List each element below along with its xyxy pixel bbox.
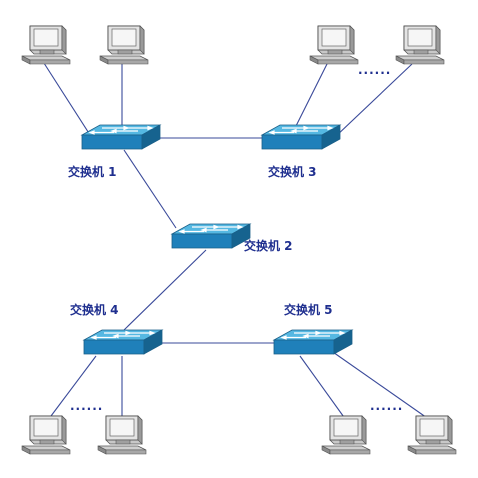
desktop-computer-icon: [21, 25, 71, 65]
links: [41, 59, 431, 421]
computer-top-left-1: [21, 25, 71, 65]
switch-4-label: 交换机 4: [70, 302, 119, 317]
desktop-computer-icon: [21, 415, 71, 455]
switch-3: [261, 124, 341, 150]
desktop-computer-icon: [395, 25, 445, 65]
computer-top-right-1: [309, 25, 359, 65]
link-sw2-sw4: [123, 249, 207, 331]
network-switch-icon: [261, 124, 341, 150]
computer-top-left-2: [99, 25, 149, 65]
link-sw5-pc-br2: [329, 349, 431, 421]
switch-4: [83, 329, 163, 355]
network-switch-icon: [81, 124, 161, 150]
switch-1-label: 交换机 1: [68, 164, 117, 179]
switch-2-label: 交换机 2: [244, 238, 293, 253]
network-switch-icon: [273, 329, 353, 355]
ellipsis-top-right: ......: [358, 63, 391, 77]
link-sw1-sw2: [123, 149, 177, 229]
link-sw5-pc-br1: [299, 355, 347, 421]
link-sw4-pc-bl1: [47, 355, 97, 421]
switch-5: [273, 329, 353, 355]
link-pc-tl1-sw1: [41, 59, 93, 139]
switch-2: [171, 223, 251, 249]
computer-bottom-right-2: [407, 415, 457, 455]
network-switch-icon: [171, 223, 251, 249]
computer-bottom-left-2: [97, 415, 147, 455]
desktop-computer-icon: [97, 415, 147, 455]
desktop-computer-icon: [309, 25, 359, 65]
switch-5-label: 交换机 5: [284, 302, 333, 317]
ellipsis-bottom-left: ......: [70, 399, 103, 413]
computer-top-right-2: [395, 25, 445, 65]
switch-1: [81, 124, 161, 150]
desktop-computer-icon: [407, 415, 457, 455]
computer-bottom-right-1: [321, 415, 371, 455]
link-pc-tr2-sw3: [333, 63, 413, 139]
ellipsis-bottom-right: ......: [370, 399, 403, 413]
network-switch-icon: [83, 329, 163, 355]
link-pc-tr1-sw3: [295, 61, 329, 127]
computer-bottom-left-1: [21, 415, 71, 455]
desktop-computer-icon: [321, 415, 371, 455]
desktop-computer-icon: [99, 25, 149, 65]
switch-3-label: 交换机 3: [268, 164, 317, 179]
